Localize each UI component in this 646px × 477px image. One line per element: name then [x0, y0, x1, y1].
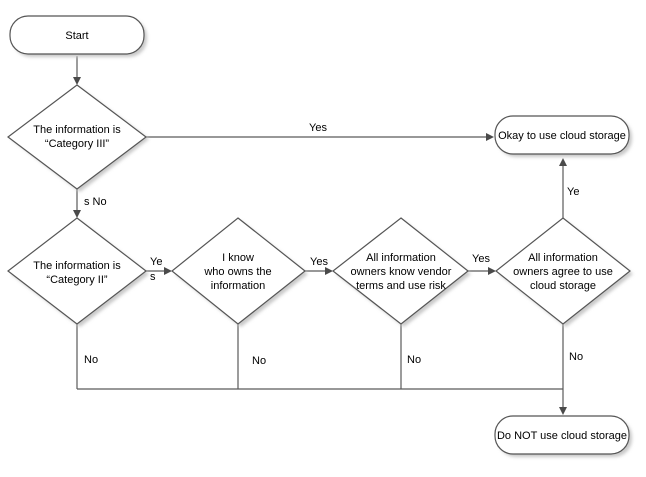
- owner-line-1: I know: [222, 252, 254, 264]
- label-cat3-no: s No: [84, 196, 107, 208]
- vendor-line-3: terms and use risk: [356, 280, 446, 292]
- decision-owners-agree: All information owners agree to use clou…: [495, 217, 633, 327]
- okay-label: Okay to use cloud storage: [498, 130, 626, 142]
- arrowhead-vendor: [325, 267, 333, 275]
- arrowhead-donot: [559, 407, 567, 415]
- arrowhead-cat3: [73, 77, 81, 85]
- start-node: Start: [9, 15, 147, 57]
- label-agree-yes: Ye: [567, 186, 579, 198]
- label-vendor-yes: Yes: [472, 253, 490, 265]
- vendor-line-2: owners know vendor: [351, 266, 452, 278]
- cat2-line-1: The information is: [33, 260, 121, 272]
- vendor-line-1: All information: [366, 252, 436, 264]
- arrowhead-okay-from-agree: [559, 158, 567, 166]
- arrowhead-owner: [164, 267, 172, 275]
- arrowhead-okay-from-cat3: [486, 133, 494, 141]
- decision-know-owner: I know who owns the information: [171, 217, 308, 327]
- edges: [73, 56, 567, 415]
- donot-label: Do NOT use cloud storage: [497, 430, 627, 442]
- donot-node: Do NOT use cloud storage: [494, 415, 632, 457]
- agree-line-2: owners agree to use: [513, 266, 613, 278]
- okay-node: Okay to use cloud storage: [494, 115, 632, 157]
- cat3-line-1: The information is: [33, 124, 121, 136]
- label-vendor-no: No: [407, 354, 421, 366]
- agree-line-3: cloud storage: [530, 280, 596, 292]
- cat3-line-2: “Category III”: [45, 138, 110, 150]
- owner-line-3: information: [211, 280, 265, 292]
- arrowhead-cat2: [73, 210, 81, 218]
- start-label: Start: [65, 30, 88, 42]
- owner-line-2: who owns the: [203, 266, 271, 278]
- label-cat2-yes-a: Ye: [150, 256, 162, 268]
- decision-category-iii: The information is “Category III”: [7, 84, 149, 192]
- decision-category-ii: The information is “Category II”: [7, 217, 149, 327]
- label-cat3-yes: Yes: [309, 122, 327, 134]
- agree-line-1: All information: [528, 252, 598, 264]
- label-owner-no: No: [252, 355, 266, 367]
- decision-vendor-terms: All information owners know vendor terms…: [332, 217, 471, 327]
- label-cat2-no: No: [84, 354, 98, 366]
- label-agree-no: No: [569, 351, 583, 363]
- edge-labels: Yes s No Ye s Yes Yes Ye No No No No: [84, 122, 583, 367]
- label-cat2-yes-b: s: [150, 271, 156, 283]
- arrowhead-agree: [488, 267, 496, 275]
- cat2-line-2: “Category II”: [46, 274, 107, 286]
- label-owner-yes: Yes: [310, 256, 328, 268]
